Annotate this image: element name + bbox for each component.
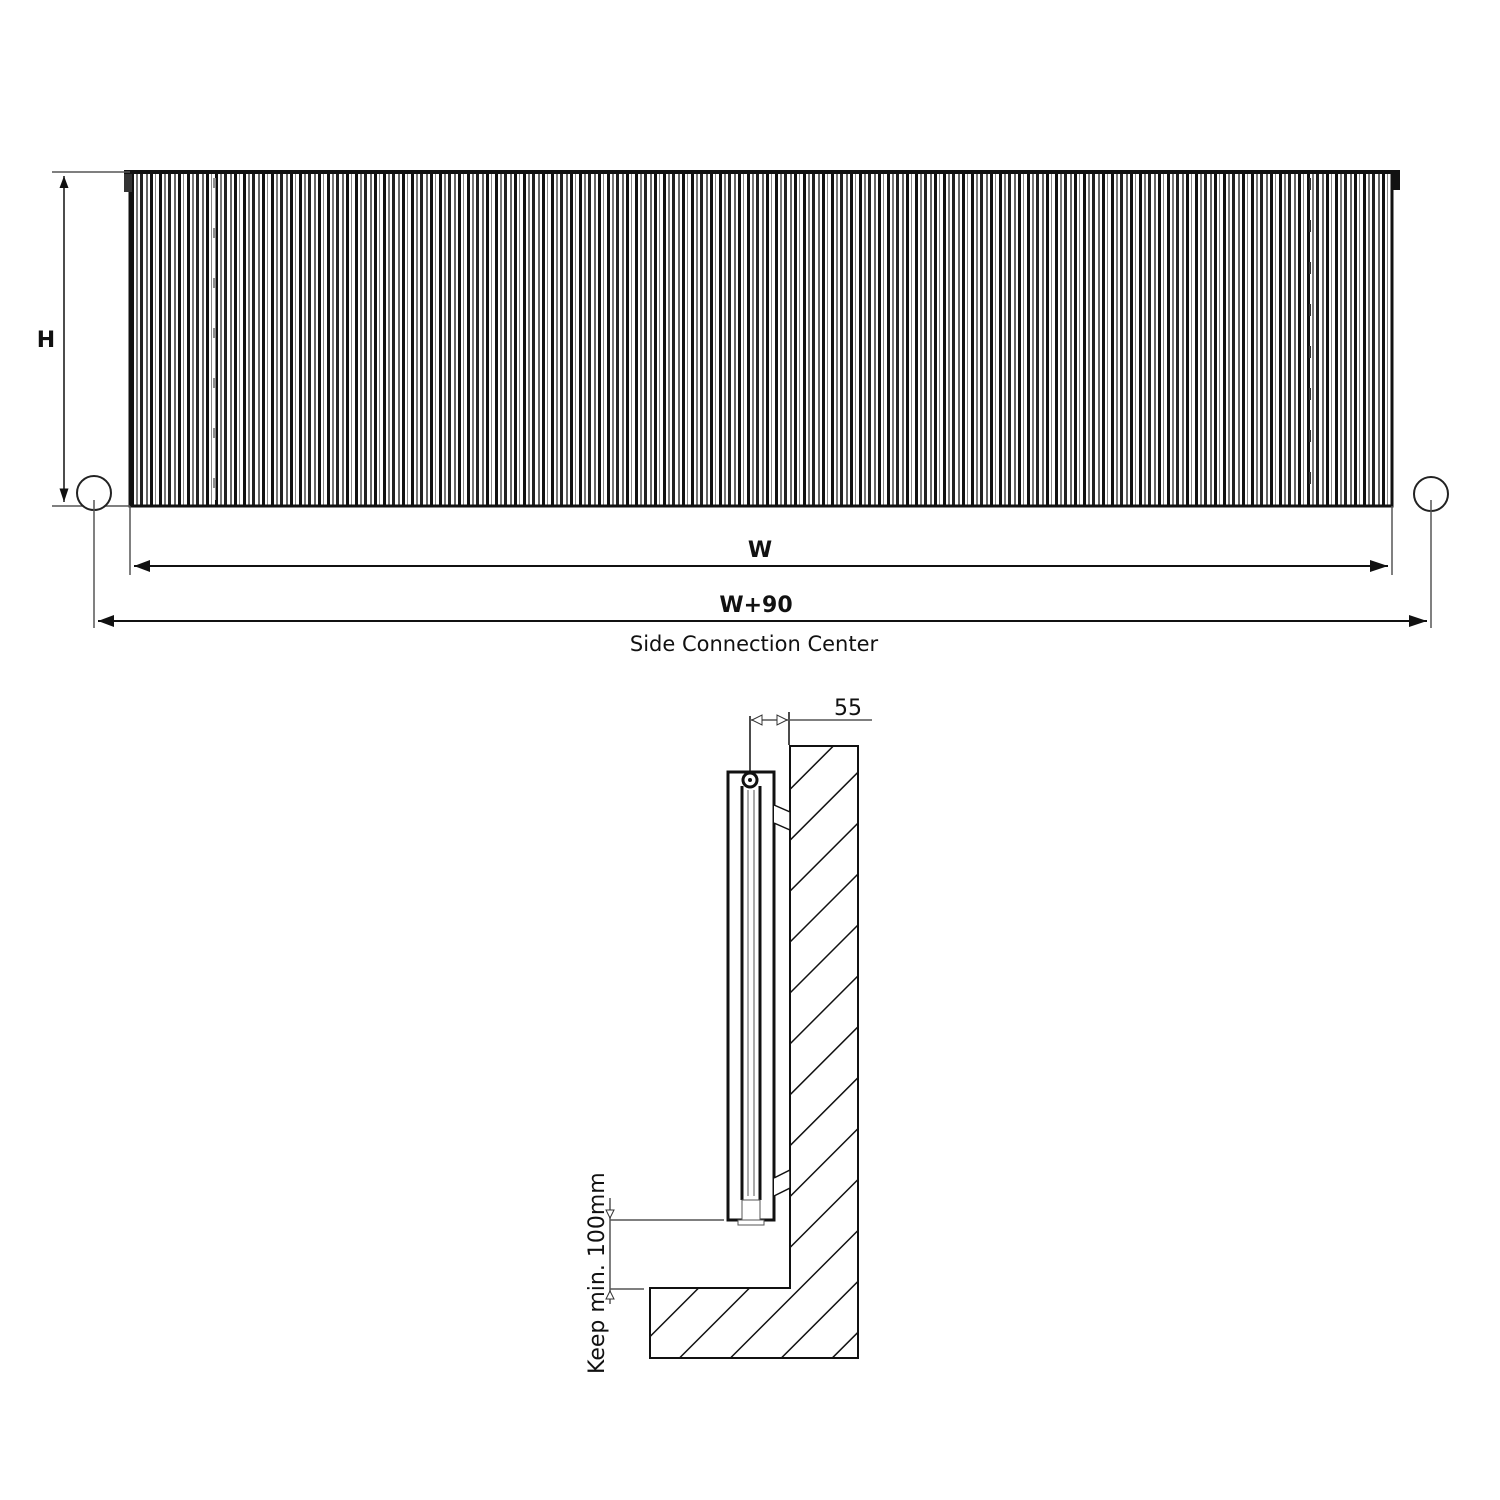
radiator-front-view xyxy=(124,170,1400,508)
right-bracket xyxy=(1392,172,1400,190)
height-dimension: H xyxy=(37,171,130,507)
radiator-side-view xyxy=(726,770,791,1226)
total-width-dimension: W+90 Side Connection Center xyxy=(93,500,1432,656)
total-width-label: W+90 xyxy=(719,593,792,618)
width-dimension: W xyxy=(129,506,1393,575)
floor-clearance-label: Keep min. 100mm xyxy=(585,1172,610,1374)
left-bracket xyxy=(124,174,132,192)
height-label: H xyxy=(37,328,55,353)
width-label: W xyxy=(748,538,772,563)
connection-caption: Side Connection Center xyxy=(630,632,879,656)
floor-clearance-dimension: Keep min. 100mm xyxy=(585,1172,724,1374)
wall-distance-label: 55 xyxy=(834,696,862,721)
wall-distance-dimension: 55 xyxy=(749,696,872,772)
wall-section xyxy=(649,745,859,1359)
